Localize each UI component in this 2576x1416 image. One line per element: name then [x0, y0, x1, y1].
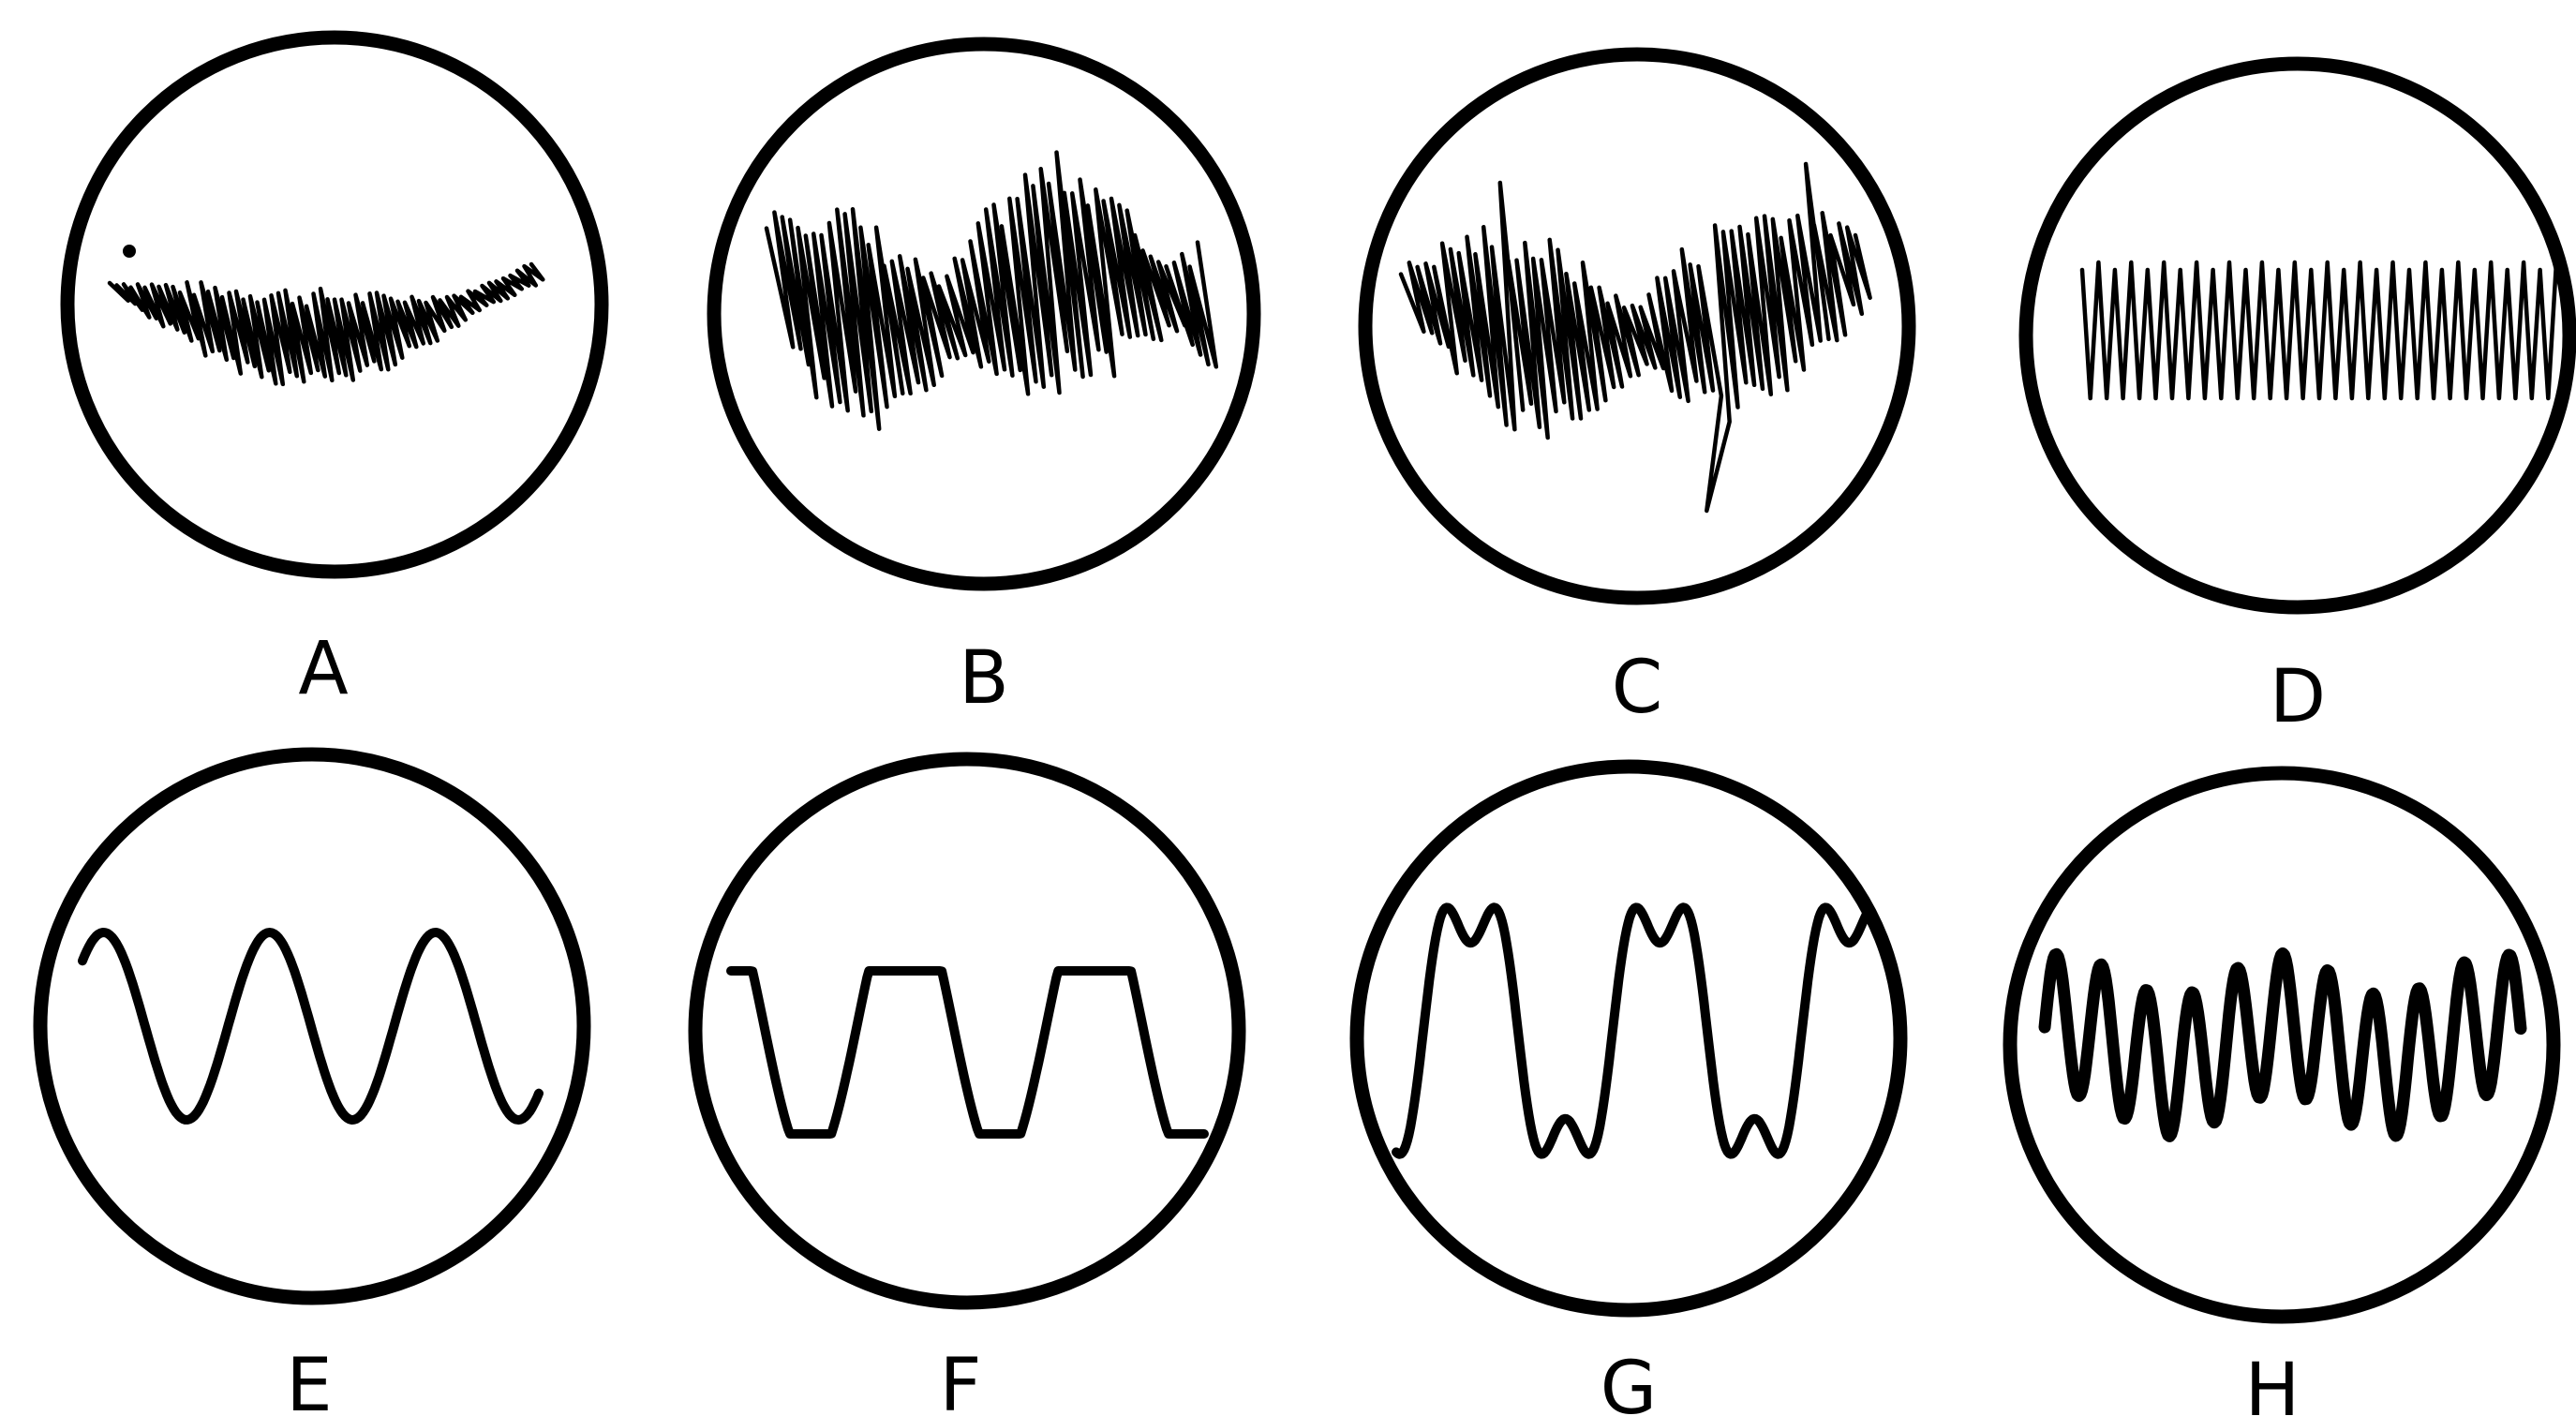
- panel-a: A: [67, 37, 602, 711]
- panel-b: B: [714, 44, 1254, 721]
- panel-label-b: B: [959, 636, 1009, 721]
- panel-d: D: [2026, 64, 2569, 739]
- panel-label-g: G: [1601, 1347, 1657, 1416]
- scope-screen-f: [695, 759, 1239, 1303]
- panel-label-f: F: [940, 1344, 982, 1416]
- panel-label-h: H: [2245, 1349, 2301, 1416]
- panel-label-c: C: [1612, 646, 1662, 730]
- panel-h: H: [2010, 773, 2554, 1416]
- panel-label-e: E: [286, 1344, 332, 1416]
- scope-screen-g: [1357, 767, 1900, 1310]
- panel-f: F: [695, 759, 1239, 1416]
- panel-label-d: D: [2270, 655, 2326, 739]
- panel-c: C: [1365, 54, 1909, 730]
- panel-label-a: A: [298, 627, 348, 711]
- trace-dot-a: [123, 245, 136, 258]
- panel-g: G: [1357, 767, 1900, 1416]
- panel-e: E: [40, 754, 584, 1416]
